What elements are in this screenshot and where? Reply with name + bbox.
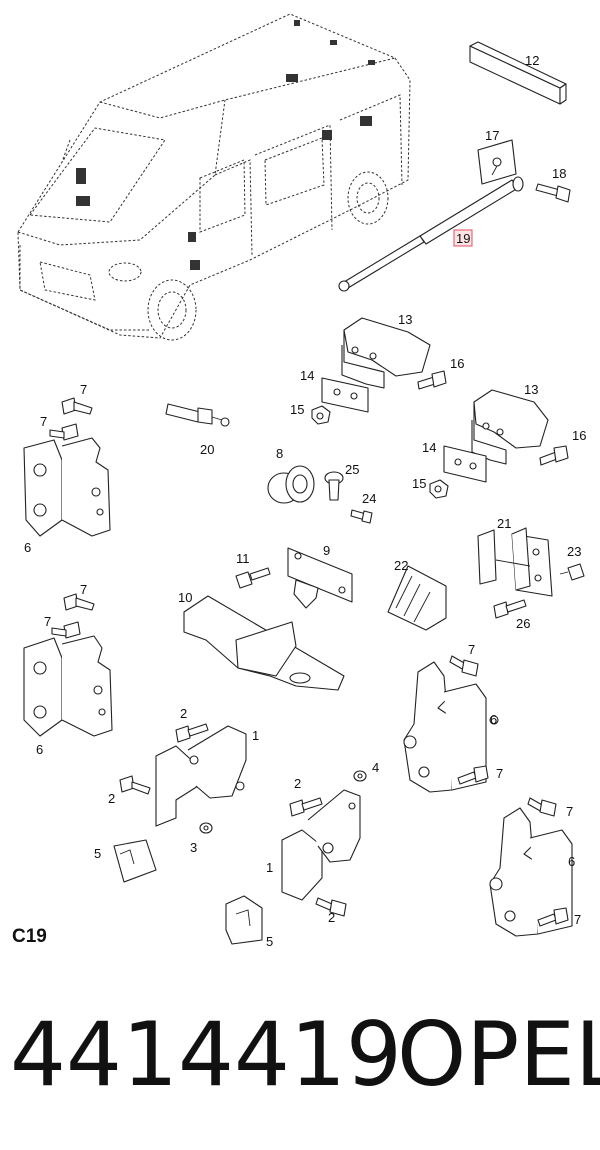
brand-name: OPEL: [397, 1003, 600, 1106]
part-7-bolt-d: [51, 621, 81, 639]
part-21-hinge-bracket: [477, 527, 553, 597]
part-22-wedge: [387, 565, 447, 631]
part-8-bump-stop: [267, 465, 315, 504]
callout-8: 8: [276, 446, 283, 461]
highlight-box-19: [453, 229, 473, 247]
callout-6c: 6: [490, 712, 497, 727]
part-13-hinge-upper: [341, 317, 431, 389]
van-illustration: [17, 13, 411, 341]
callout-3: 3: [190, 840, 197, 855]
part-6-hinge-d: [489, 807, 573, 937]
part-15-nut-lower: [429, 479, 449, 499]
footer: 4414419 OPEL: [0, 1010, 600, 1100]
callout-2d: 2: [328, 910, 335, 925]
section-code-label: C19: [12, 926, 47, 947]
part-16-bolt-upper: [417, 370, 447, 390]
callout-23: 23: [567, 544, 581, 559]
callout-9: 9: [323, 543, 330, 558]
callout-7b: 7: [40, 414, 47, 429]
callout-14a: 14: [300, 368, 314, 383]
callout-7a: 7: [80, 382, 87, 397]
part-19-gas-strut: [338, 176, 524, 292]
part-7-bolt-g: [527, 797, 557, 817]
callout-6a: 6: [24, 540, 31, 555]
parts-diagram: 12 17 18 19 13 14 15 16: [17, 13, 586, 949]
part-26-bolt: [493, 599, 527, 619]
callout-5a: 5: [94, 846, 101, 861]
part-7-bolt-c: [63, 593, 95, 611]
part-7-bolt-h: [537, 907, 569, 927]
part-number: 4414419: [10, 1003, 402, 1106]
callout-11: 11: [236, 551, 250, 566]
part-2-bolt-a: [175, 723, 209, 743]
callout-16b: 16: [572, 428, 586, 443]
part-16-bolt-lower: [539, 445, 569, 466]
part-20-striker: [165, 403, 230, 427]
part-6-hinge-a: [23, 437, 111, 537]
callout-5b: 5: [266, 934, 273, 949]
callout-1a: 1: [252, 728, 259, 743]
callout-1b: 1: [266, 860, 273, 875]
callout-6b: 6: [36, 742, 43, 757]
part-13-hinge-lower: [471, 389, 549, 465]
part-2-bolt-d: [315, 897, 347, 917]
part-10-guide-rail: [183, 595, 345, 691]
callout-7d: 7: [44, 614, 51, 629]
callout-4: 4: [372, 760, 379, 775]
callout-19: 19: [456, 231, 470, 246]
callout-22: 22: [394, 558, 408, 573]
callout-7c: 7: [80, 582, 87, 597]
part-18-bolt: [535, 183, 571, 203]
callout-10: 10: [178, 590, 192, 605]
part-25-pin: [324, 471, 344, 501]
part-5-clip-b: [225, 895, 263, 945]
part-14-plate-upper: [321, 377, 369, 413]
part-2-bolt-b: [119, 775, 151, 795]
callout-7h: 7: [574, 912, 581, 927]
callout-12: 12: [525, 53, 539, 68]
part-7-bolt-f: [457, 765, 489, 785]
part-1-hinge-b: [281, 789, 361, 901]
part-7-bolt-b: [49, 423, 79, 441]
part-9-striker-plate: [287, 547, 353, 609]
callout-2b: 2: [108, 791, 115, 806]
part-4-washer: [353, 770, 367, 782]
part-5-clip-a: [113, 839, 157, 883]
part-15-nut-upper: [311, 405, 331, 425]
part-6-hinge-c: [403, 661, 499, 793]
callout-14b: 14: [422, 440, 436, 455]
callout-26: 26: [516, 616, 530, 631]
callout-6d: 6: [568, 854, 575, 869]
callout-21: 21: [497, 516, 511, 531]
callout-2c: 2: [294, 776, 301, 791]
part-6-hinge-b: [23, 635, 113, 737]
part-17-bracket: [477, 139, 517, 185]
callout-16a: 16: [450, 356, 464, 371]
callout-17: 17: [485, 128, 499, 143]
callout-25: 25: [345, 462, 359, 477]
callout-15a: 15: [290, 402, 304, 417]
part-24-screw: [350, 509, 373, 524]
part-1-hinge-a: [155, 725, 247, 827]
part-23-nut: [559, 563, 585, 581]
part-11-bolt: [235, 567, 271, 589]
callout-2a: 2: [180, 706, 187, 721]
callout-18: 18: [552, 166, 566, 181]
callout-7e: 7: [468, 642, 475, 657]
part-12-seal-strip: [469, 41, 567, 105]
callout-15b: 15: [412, 476, 426, 491]
part-7-bolt-a: [61, 397, 93, 415]
part-2-bolt-c: [289, 797, 323, 817]
callout-7f: 7: [496, 766, 503, 781]
callout-13b: 13: [524, 382, 538, 397]
callout-24: 24: [362, 491, 376, 506]
part-7-bolt-e: [449, 655, 479, 677]
callout-13a: 13: [398, 312, 412, 327]
part-14-plate-lower: [443, 445, 487, 483]
callout-20: 20: [200, 442, 214, 457]
part-3-washer: [199, 822, 213, 834]
callout-7g: 7: [566, 804, 573, 819]
